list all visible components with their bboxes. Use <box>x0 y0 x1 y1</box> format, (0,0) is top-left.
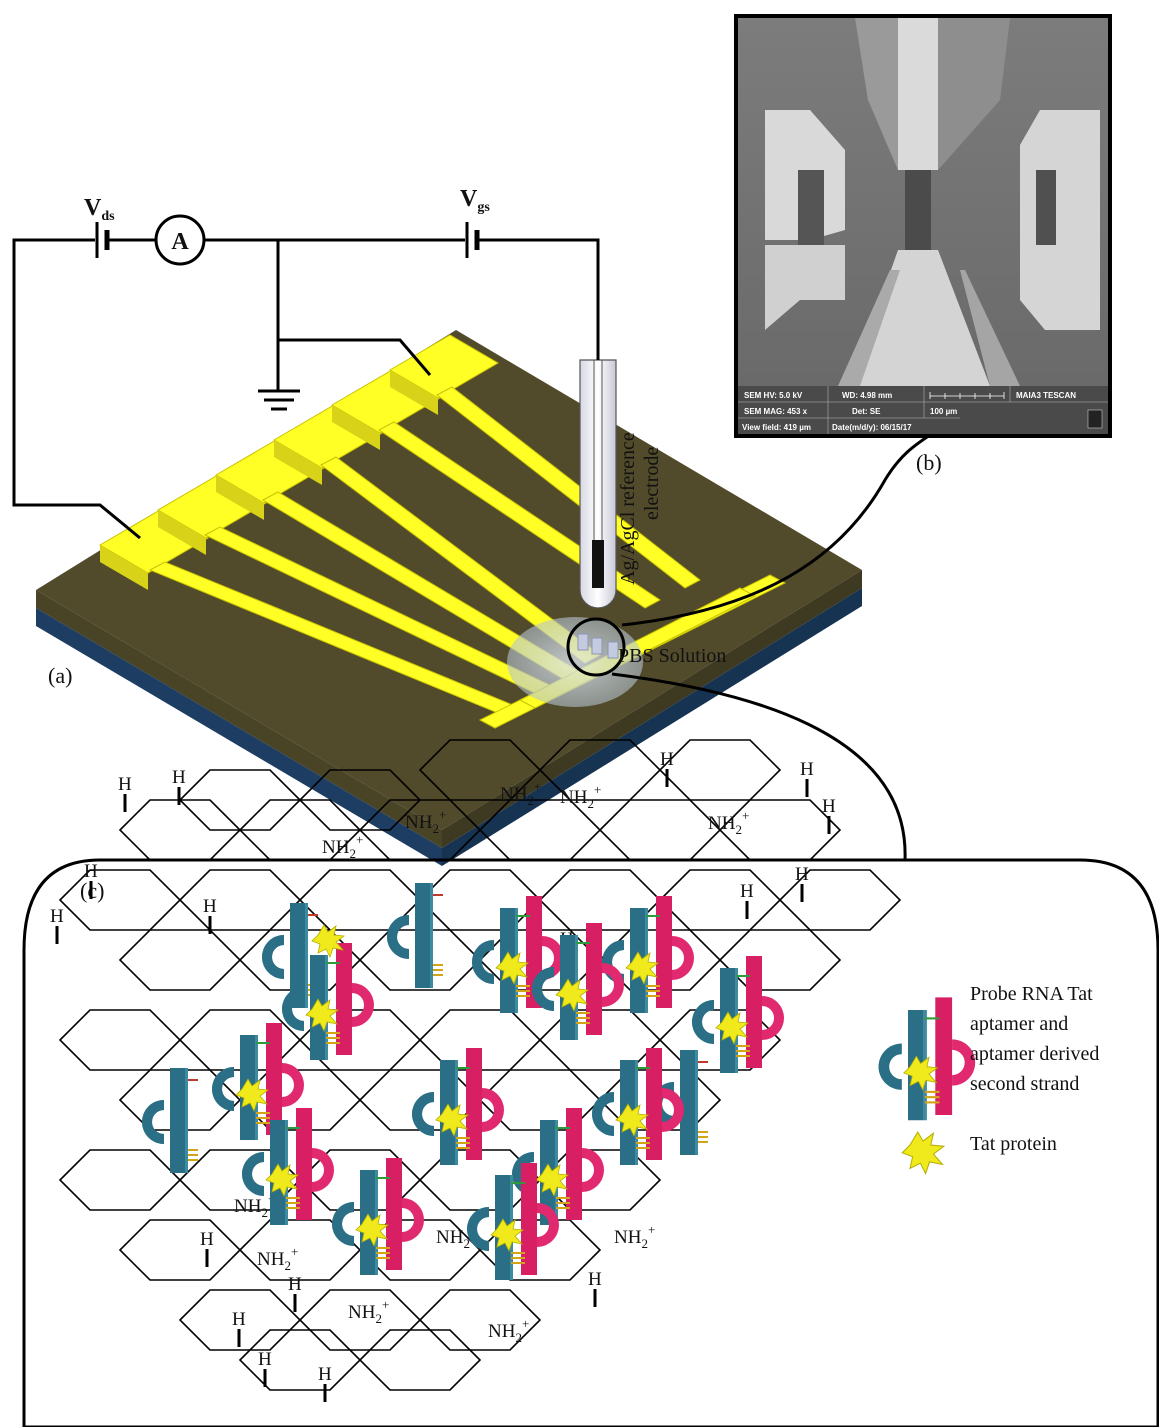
svg-text:second strand: second strand <box>970 1073 1079 1095</box>
circuit-wires <box>12 238 600 540</box>
sem-hv: SEM HV: 5.0 kV <box>744 391 803 400</box>
channel-blocks <box>577 633 619 659</box>
panel-label-b: (b) <box>916 450 942 475</box>
amine-label: NH2+ <box>257 1244 298 1273</box>
reference-electrode <box>579 359 617 609</box>
gold-electrodes <box>99 334 787 729</box>
legend-probe-icon <box>879 997 976 1120</box>
sem-scale: 100 µm <box>930 407 957 416</box>
lattice-cell <box>418 869 542 931</box>
hydrogen-labels: HHHHHHHHHHHHHHHHH <box>50 749 836 1402</box>
sem-mag: SEM MAG: 453 x <box>744 407 808 416</box>
sem-brand: MAIA3 TESCAN <box>1016 391 1076 400</box>
amine-label: NH2+ <box>614 1222 655 1251</box>
lattice-cell <box>58 869 182 931</box>
amine-label: NH2+ <box>560 782 601 811</box>
aptamer-single-strand <box>142 1068 198 1173</box>
hydrogen-label: H <box>822 796 836 817</box>
lattice-cell <box>118 929 242 991</box>
panel-c-frame <box>22 858 1159 1427</box>
aptamer-duplex-with-protein <box>412 1048 504 1165</box>
hydrogen-label: H <box>318 1364 332 1385</box>
lattice-cell <box>118 1219 242 1281</box>
device-substrate <box>36 330 862 866</box>
aptamer-duplex-with-protein <box>212 1023 304 1140</box>
hydrogen-label: H <box>800 759 814 780</box>
lattice-cell <box>58 1009 182 1071</box>
hydrogen-label: H <box>232 1309 246 1330</box>
lattice-cell <box>598 799 722 861</box>
legend-protein-icon <box>901 1131 945 1175</box>
vds-battery <box>95 222 110 258</box>
hydrogen-label: H <box>795 864 809 885</box>
amine-label: NH2+ <box>234 1191 275 1220</box>
sem-det: Det: SE <box>852 407 881 416</box>
sem-image <box>734 14 1112 438</box>
pbs-label: PBS Solution <box>618 645 726 667</box>
connector-to-c <box>611 672 907 861</box>
amine-label: NH2+ <box>708 808 749 837</box>
amine-label: NH2+ <box>405 807 446 836</box>
vgs-battery <box>465 222 480 258</box>
sem-date: Date(m/d/y): 06/15/17 <box>832 423 912 432</box>
hydrogen-label: H <box>740 881 754 902</box>
sem-wd: WD: 4.98 mm <box>842 391 892 400</box>
lattice-cell <box>418 1289 542 1351</box>
svg-text:aptamer and: aptamer and <box>970 1013 1068 1035</box>
legend-probe-text: Probe RNA Tat aptamer and aptamer derive… <box>970 983 1099 1095</box>
hydrogen-label: H <box>118 774 132 795</box>
hydrogen-label: H <box>288 1274 302 1295</box>
panel-label-a: (a) <box>48 663 72 688</box>
hydrogen-label: H <box>172 767 186 788</box>
lattice-cell <box>718 799 842 861</box>
electrode-label-2: electrode <box>641 447 663 520</box>
connector-to-b <box>621 433 931 627</box>
amine-label: NH2+ <box>488 1316 529 1345</box>
aptamer-single-strand <box>387 883 443 988</box>
lattice-cell <box>658 869 782 931</box>
hydrogen-label: H <box>203 896 217 917</box>
hydrogen-label: H <box>588 1269 602 1290</box>
lattice-cell <box>658 739 782 801</box>
hydrogen-label: H <box>660 749 674 770</box>
lattice-cell <box>178 869 302 931</box>
lattice-cell <box>358 1329 482 1391</box>
hydrogen-label: H <box>50 906 64 927</box>
svg-text:A: A <box>171 229 189 255</box>
amine-label: NH2+ <box>322 832 363 861</box>
vds-label: Vds <box>84 195 115 224</box>
vgs-label: Vgs <box>460 186 490 215</box>
sem-view: View field: 419 µm <box>742 423 811 432</box>
svg-text:aptamer derived: aptamer derived <box>970 1043 1099 1065</box>
hydrogen-label: H <box>84 861 98 882</box>
gold-pad-shading <box>100 370 438 590</box>
ground-symbol <box>258 389 300 411</box>
amine-label: NH2+ <box>500 779 541 808</box>
aptamer-duplex-with-protein <box>332 1158 424 1275</box>
amine-labels: NH2+ NH2+ NH2+ NH2+ NH2+ NH2+ NH2+ NH2+ NH2+ NH2+… <box>234 779 749 1345</box>
zoom-circle <box>566 617 626 677</box>
legend-tat-text: Tat protein <box>970 1133 1057 1155</box>
hydrogen-label: H <box>258 1349 272 1370</box>
lattice-cell <box>58 1149 182 1211</box>
electrode-label-1: Ag/AgCl reference <box>617 432 639 585</box>
hydrogen-label: H <box>200 1229 214 1250</box>
amine-label: NH2+ <box>348 1297 389 1326</box>
ammeter: A <box>154 214 206 266</box>
svg-text:Probe RNA Tat: Probe RNA Tat <box>970 983 1093 1005</box>
pbs-droplet <box>507 617 643 707</box>
